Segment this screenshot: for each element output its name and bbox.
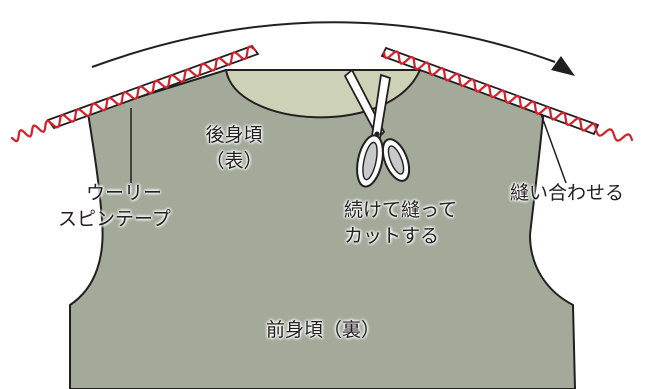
back-body-label: 後身頃 （表）: [186, 122, 282, 174]
continuous-sew-label: 続けて縫って カットする: [344, 197, 457, 249]
tape-label-line1: ウーリー: [86, 182, 163, 204]
sew-together-label: 縫い合わせる: [510, 182, 625, 204]
right-zigzag-stitch: [382, 50, 598, 132]
sew-leader-line: [540, 113, 567, 184]
continuous-sew-line2: カットする: [344, 225, 440, 247]
scissors-icon: [343, 68, 411, 188]
left-zigzag-stitch: [50, 45, 257, 129]
tape-label-line2: スピンテープ: [58, 208, 171, 230]
front-body-label: 前身頃（裏）: [266, 319, 381, 341]
back-body-name: 後身頃: [205, 124, 263, 146]
right-shoulder-tape: [380, 46, 634, 142]
left-thread-tail: [10, 119, 54, 143]
back-body-neck: [224, 69, 422, 119]
back-body-side: （表）: [205, 150, 263, 172]
sewing-direction-arrow: [91, 21, 575, 76]
continuous-sew-line1: 続けて縫って: [344, 199, 458, 221]
left-shoulder-tape: [10, 44, 260, 143]
tape-label: ウーリー スピンテープ: [58, 180, 171, 232]
right-thread-tail: [594, 128, 634, 142]
front-body-fabric: [69, 69, 577, 389]
